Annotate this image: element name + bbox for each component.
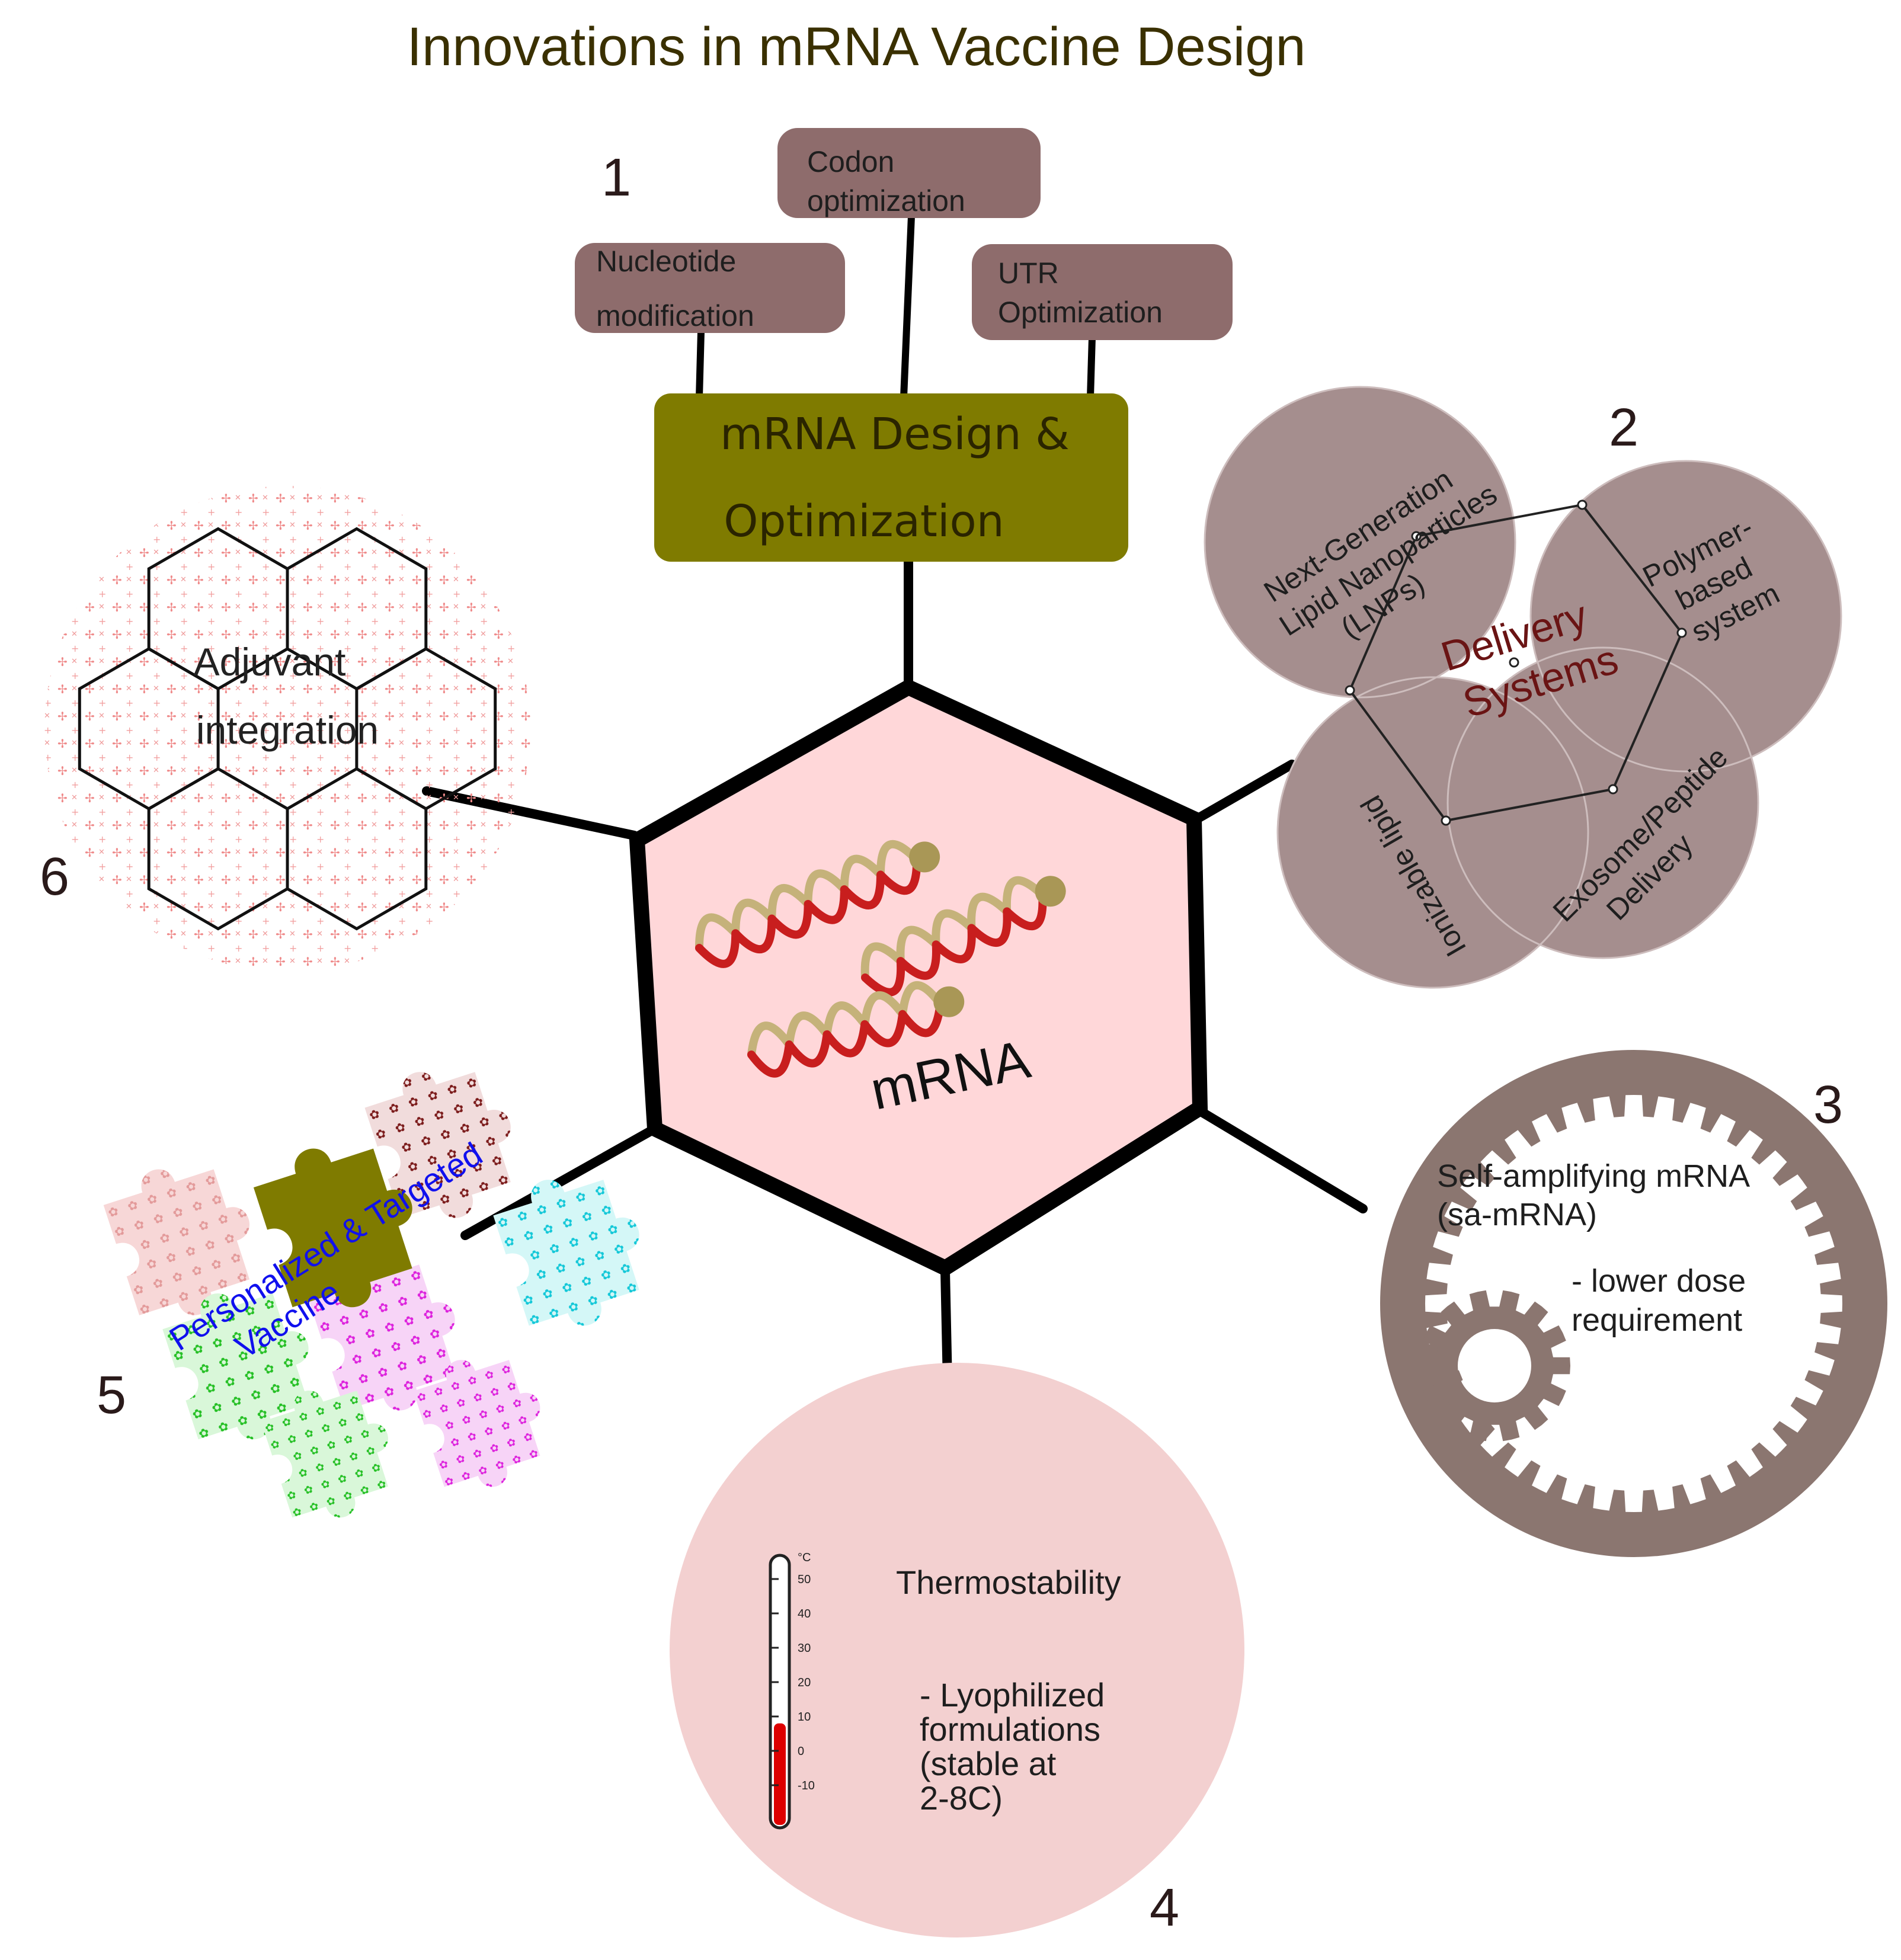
thermo-tick-label: 50 <box>798 1573 811 1586</box>
section-thermo: 50 40 30 20 10 0 -10 °C Thermostability - Lyop… <box>670 1363 1244 1937</box>
design-main-box <box>654 393 1128 562</box>
section-adjuvant: Adjuvant integration 6 <box>40 486 530 972</box>
section-number-5: 5 <box>97 1366 126 1425</box>
section-number-1: 1 <box>601 148 631 207</box>
mrna-helix-3 <box>745 974 965 1078</box>
utr-label-line1: UTR <box>998 257 1059 290</box>
thermo-tick-label: -10 <box>798 1779 815 1792</box>
diagram-title: Innovations in mRNA Vaccine Design <box>407 17 1305 77</box>
sarna-label-line2: (sa-mRNA) <box>1437 1197 1597 1232</box>
section-number-6: 6 <box>40 847 69 907</box>
thermo-tick-label: 20 <box>798 1676 811 1689</box>
thermo-line3: (stable at <box>920 1745 1057 1782</box>
sarna-label-line4: requirement <box>1572 1302 1742 1338</box>
mrna-helix-2 <box>855 863 1066 1000</box>
thermo-unit-label: °C <box>798 1551 811 1564</box>
nucleotide-box <box>575 243 845 333</box>
section-personalized: Personalized & Targeted Vaccine 5 <box>97 1049 662 1533</box>
section-design: mRNA Design & Optimization Codon optimiz… <box>575 128 1233 562</box>
thermo-tick-label: 30 <box>798 1642 811 1655</box>
section-sarna: Self-amplifying mRNA (sa-mRNA) - lower d… <box>1380 1050 1887 1557</box>
thermo-line4: 2-8C) <box>920 1779 1003 1817</box>
utr-box <box>972 244 1233 340</box>
design-main-label-line1: mRNA Design & <box>720 409 1070 460</box>
center-hexagon-group: mRNA <box>629 678 1208 1277</box>
thermometer-fill <box>774 1723 786 1825</box>
section-number-4: 4 <box>1150 1878 1179 1937</box>
thermo-tick-label: 10 <box>798 1711 811 1724</box>
section-number-2: 2 <box>1609 398 1638 457</box>
exosome-circle <box>1448 648 1758 958</box>
section-number-3: 3 <box>1813 1075 1843 1135</box>
utr-label-line2: Optimization <box>998 296 1163 329</box>
thermo-tick-label: 40 <box>798 1607 811 1620</box>
thermo-line2: formulations <box>920 1711 1100 1748</box>
puzzle-pieces <box>98 1049 662 1533</box>
sarna-label-line1: Self-amplifying mRNA <box>1437 1158 1750 1194</box>
thermometer-icon: 50 40 30 20 10 0 -10 °C <box>769 1551 815 1830</box>
adjuvant-pattern-circle <box>44 486 530 972</box>
small-gear-icon <box>1419 1290 1570 1442</box>
adjuvant-label-line2: integration <box>196 708 379 752</box>
thermo-tick-label: 0 <box>798 1745 804 1758</box>
thermo-circle <box>670 1363 1244 1937</box>
section-delivery: Delivery Systems Next-Generation Lipid N… <box>1204 386 1842 989</box>
adjuvant-label-line1: Adjuvant <box>194 640 346 684</box>
nucleotide-label-line2: modification <box>596 299 754 332</box>
adjuvant-hexagon-cluster <box>78 527 497 931</box>
design-main-label-line2: Optimization <box>724 496 1004 547</box>
design-sub-lines <box>696 216 1096 398</box>
mrna-helix-1 <box>690 828 940 971</box>
thermo-title: Thermostability <box>896 1564 1121 1601</box>
codon-label-line1: Codon <box>807 145 894 178</box>
thermo-line1: - Lyophilized <box>920 1676 1105 1714</box>
lnp-circle <box>1205 387 1515 697</box>
codon-label-line2: optimization <box>807 184 965 217</box>
nucleotide-label-line1: Nucleotide <box>596 245 736 278</box>
codon-box <box>777 128 1041 218</box>
sarna-label-line3: - lower dose <box>1572 1263 1746 1299</box>
